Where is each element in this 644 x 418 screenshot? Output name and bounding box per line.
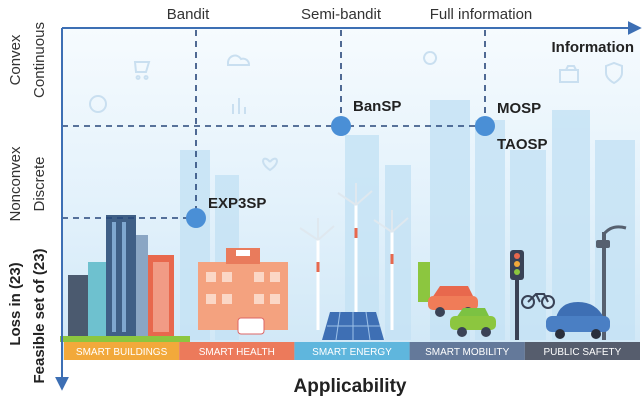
information-label: Information (552, 39, 635, 56)
bar-chart-icon (232, 98, 246, 114)
category-segment (179, 342, 295, 360)
category-segment (524, 342, 640, 360)
axes (55, 21, 642, 391)
guide-lines (62, 30, 486, 219)
x-level-bandit: Bandit (167, 6, 210, 23)
cloud-icon (227, 54, 250, 66)
feasible-set-label: Feasible set of (23) (31, 248, 48, 383)
y-axis-titles: Loss in (23) Feasible set of (23) (7, 248, 48, 383)
smart-buildings-scene (60, 215, 190, 342)
exp3sp-point (186, 208, 206, 228)
y-level-discrete: Discrete (31, 156, 48, 211)
y-axis-levels: Convex Continuous Nonconvex Discrete (7, 22, 48, 221)
category-label: SMART BUILDINGS (76, 347, 168, 358)
smart-health-scene (198, 248, 288, 335)
category-label: SMART ENERGY (312, 347, 392, 358)
x-axis-levels: Bandit Semi-bandit Full information (167, 6, 533, 23)
shield-icon (605, 61, 623, 85)
x-level-full-information: Full information (430, 6, 533, 23)
mosp-label: MOSP (497, 100, 541, 117)
applicability-label: Applicability (294, 376, 407, 397)
mosp-point (475, 116, 495, 136)
y-level-convex: Convex (7, 34, 24, 85)
category-bar: SMART BUILDINGS SMART HEALTH SMART ENERGY S… (64, 342, 640, 360)
loss-label: Loss in (23) (7, 262, 24, 345)
faint-icons (89, 51, 623, 172)
city-illustration (60, 28, 640, 360)
method-points (186, 116, 495, 228)
x-level-semi-bandit: Semi-bandit (301, 6, 382, 23)
heart-icon (262, 157, 278, 172)
category-segment (409, 342, 525, 360)
category-segment (294, 342, 410, 360)
gear-icon (423, 51, 438, 65)
category-label: SMART MOBILITY (425, 347, 509, 358)
method-labels: BanSP MOSP TAOSP EXP3SP (208, 98, 548, 212)
category-label: PUBLIC SAFETY (543, 347, 621, 358)
public-safety-scene (546, 225, 627, 340)
banspmarker-point (331, 116, 351, 136)
cart-icon (133, 61, 151, 80)
category-segment (64, 342, 180, 360)
y-level-continuous: Continuous (31, 22, 48, 98)
taosp-label: TAOSP (497, 136, 548, 153)
category-label: SMART HEALTH (199, 347, 275, 358)
target-icon (89, 95, 107, 113)
camera-icon (559, 65, 579, 83)
exp3sp-label: EXP3SP (208, 195, 266, 212)
smart-energy-scene (299, 183, 409, 341)
y-level-nonconvex: Nonconvex (7, 146, 24, 222)
bansp-label: BanSP (353, 98, 401, 115)
smart-mobility-scene (418, 250, 555, 340)
